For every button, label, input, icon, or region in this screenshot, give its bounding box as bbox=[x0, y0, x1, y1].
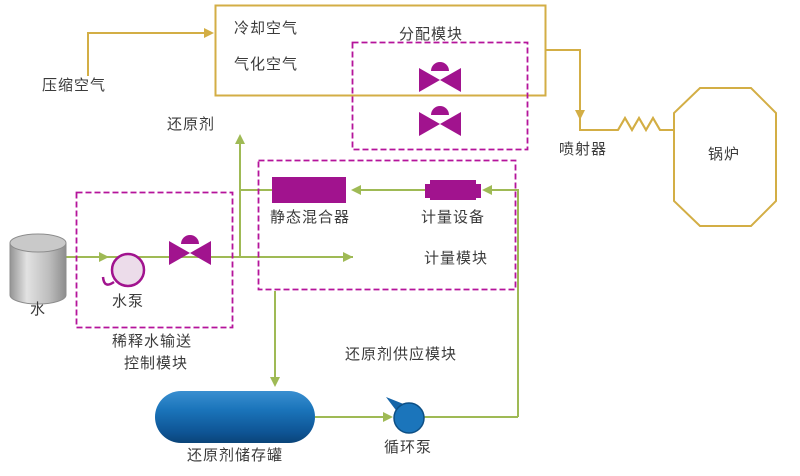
supply-riser-line bbox=[489, 189, 519, 417]
arrowhead bbox=[482, 185, 492, 195]
arrowhead bbox=[383, 412, 393, 422]
circulation-pump-icon bbox=[386, 397, 425, 434]
distribution-valve-top-icon bbox=[419, 62, 461, 92]
compressed-air-line bbox=[87, 32, 205, 76]
air-supply-box bbox=[214, 4, 547, 97]
static-mixer-shape bbox=[272, 177, 346, 203]
distribution-module-box bbox=[351, 41, 529, 151]
water-pump-icon bbox=[101, 252, 146, 288]
label-water-pump: 水泵 bbox=[112, 293, 145, 310]
distribution-valve-bottom-icon bbox=[419, 106, 461, 136]
metering-device-shape bbox=[425, 180, 481, 200]
arrowhead bbox=[99, 252, 109, 262]
arrowhead bbox=[235, 134, 245, 144]
metering-module-box bbox=[257, 159, 517, 291]
storage-tank-shape bbox=[155, 391, 315, 443]
label-cooling-air: 冷却空气 bbox=[234, 20, 299, 37]
water-tank-icon bbox=[9, 233, 67, 305]
injector-zigzag-icon bbox=[617, 116, 661, 132]
label-reducing-agent: 还原剂 bbox=[167, 116, 216, 133]
arrowhead bbox=[575, 110, 585, 120]
boiler-shape bbox=[673, 87, 777, 227]
air-to-boiler-line bbox=[545, 49, 674, 132]
label-static-mixer: 静态混合器 bbox=[270, 209, 351, 226]
label-dilution-module-line2: 控制模块 bbox=[124, 355, 189, 372]
label-metering-module: 计量模块 bbox=[424, 250, 489, 267]
label-compressed-air: 压缩空气 bbox=[42, 77, 107, 94]
label-distribution-module: 分配模块 bbox=[399, 26, 464, 43]
label-boiler: 锅炉 bbox=[708, 146, 741, 163]
label-storage-tank: 还原剂储存罐 bbox=[187, 447, 284, 464]
arrowhead bbox=[204, 28, 214, 38]
label-injector: 喷射器 bbox=[559, 141, 608, 158]
label-water: 水 bbox=[30, 301, 47, 318]
water-valve-icon bbox=[169, 235, 211, 265]
arrowhead bbox=[270, 377, 280, 387]
label-dilution-module-line1: 稀释水输送 bbox=[112, 333, 193, 350]
dilution-module-box bbox=[75, 191, 234, 329]
label-atomizing-air: 气化空气 bbox=[234, 56, 299, 73]
label-metering-device: 计量设备 bbox=[421, 209, 486, 226]
label-supply-module: 还原剂供应模块 bbox=[345, 346, 458, 363]
reductant-riser-line bbox=[239, 140, 272, 257]
arrowhead bbox=[351, 185, 361, 195]
arrowhead bbox=[343, 252, 353, 262]
label-circulation-pump: 循环泵 bbox=[384, 439, 433, 456]
